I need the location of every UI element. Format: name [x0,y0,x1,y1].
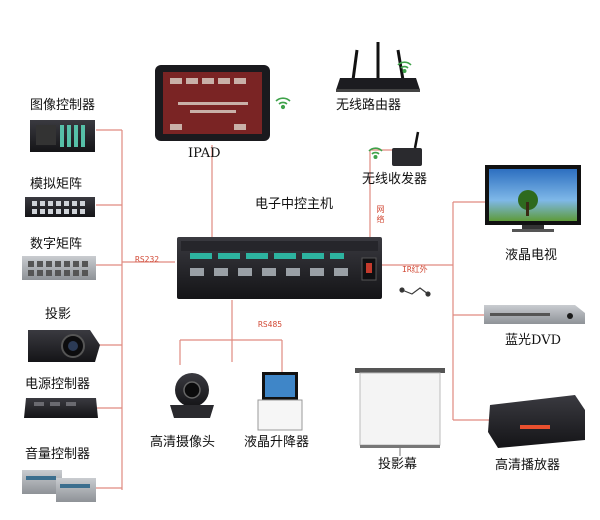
label-hd-camera: 高清摄像头 [150,435,216,450]
label-ipad: IPAD [188,146,221,161]
transceiver-device [392,131,422,166]
label-wireless-router: 无线路由器 [336,98,402,113]
label-lcd-lift: 液晶升降器 [244,435,310,450]
label-projector: 投影 [45,307,72,322]
hd-camera-device [170,373,214,418]
ir-emitter-icon [399,287,431,297]
label-power-controller: 电源控制器 [25,377,91,392]
label-digital-matrix: 数字矩阵 [30,237,83,252]
digital-matrix-device [22,256,96,280]
transceiver-wifi-icon [368,147,383,160]
label-bluray-dvd: 蓝光DVD [505,333,562,348]
projector-device [28,330,100,362]
router-device [336,42,420,92]
label-ir: IR红外 [402,265,428,274]
label-wireless-transceiver: 无线收发器 [362,172,428,187]
ipad-wifi-icon [275,97,291,110]
lcd-lift-device [257,372,303,431]
label-rs485: RS485 [258,320,283,329]
lcd-tv-device [485,165,581,232]
bluray-device [484,305,585,324]
label-hd-player: 高清播放器 [495,458,561,473]
volume-controller-device [22,470,96,502]
host-unit [177,237,382,299]
label-host: 电子中控主机 [255,197,334,212]
label-image-controller: 图像控制器 [30,98,96,113]
label-rs232: RS232 [135,255,160,264]
image-controller-device [30,120,95,152]
analog-matrix-device [25,197,95,217]
label-lcd-tv: 液晶电视 [505,248,558,263]
ipad-device [155,65,270,141]
connection-lines [96,129,490,490]
label-projection-screen: 投影幕 [378,457,418,472]
router-wifi-icon [397,61,412,74]
hd-player-device [488,395,585,448]
projection-screen-device [355,368,445,456]
label-volume-controller: 音量控制器 [25,447,91,462]
label-analog-matrix: 模拟矩阵 [30,177,83,192]
label-wireless-link: 网络 [376,205,385,225]
power-controller-device [24,398,98,418]
